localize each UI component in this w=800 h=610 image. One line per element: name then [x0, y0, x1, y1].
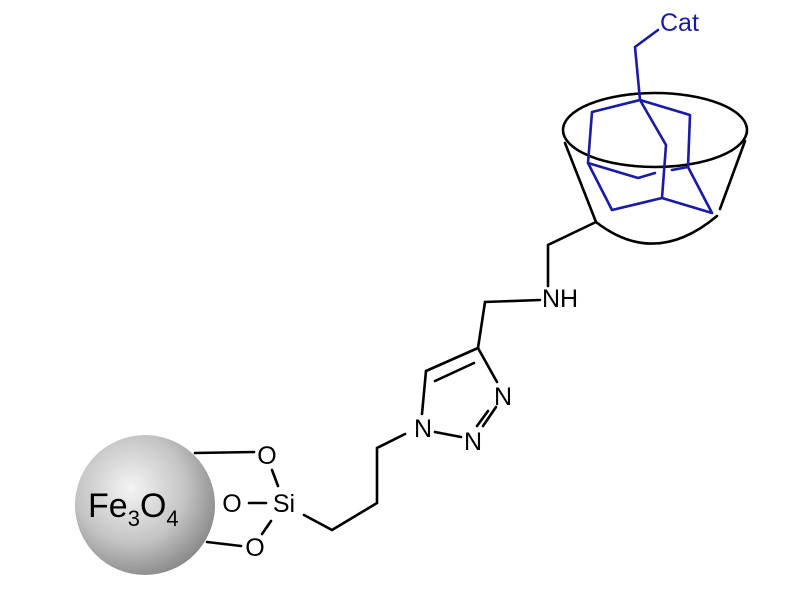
adamantane-guest: Cat — [586, 9, 714, 215]
amine-label: NH — [542, 285, 578, 313]
oxygen-bottom: O — [245, 534, 264, 562]
nitrogen-1: N — [414, 415, 432, 443]
siloxane-linker: O O O Si — [193, 442, 295, 562]
oxygen-middle: O — [222, 490, 241, 518]
sphere — [75, 435, 215, 575]
silicon-atom: Si — [273, 490, 295, 518]
cyclodextrin-cup — [561, 91, 749, 245]
cat-label: Cat — [660, 9, 699, 37]
amine-to-cup-bond — [546, 220, 598, 288]
propyl-chain — [302, 432, 407, 532]
nitrogen-2: N — [464, 428, 482, 456]
core-label: Fe3O4 — [88, 487, 179, 531]
fe3o4-nanoparticle: Fe3O4 — [75, 435, 215, 575]
triazole-ring: N N N — [414, 346, 512, 456]
nitrogen-3: N — [494, 383, 512, 411]
oxygen-top: O — [257, 442, 276, 470]
methylene-link — [476, 298, 542, 350]
